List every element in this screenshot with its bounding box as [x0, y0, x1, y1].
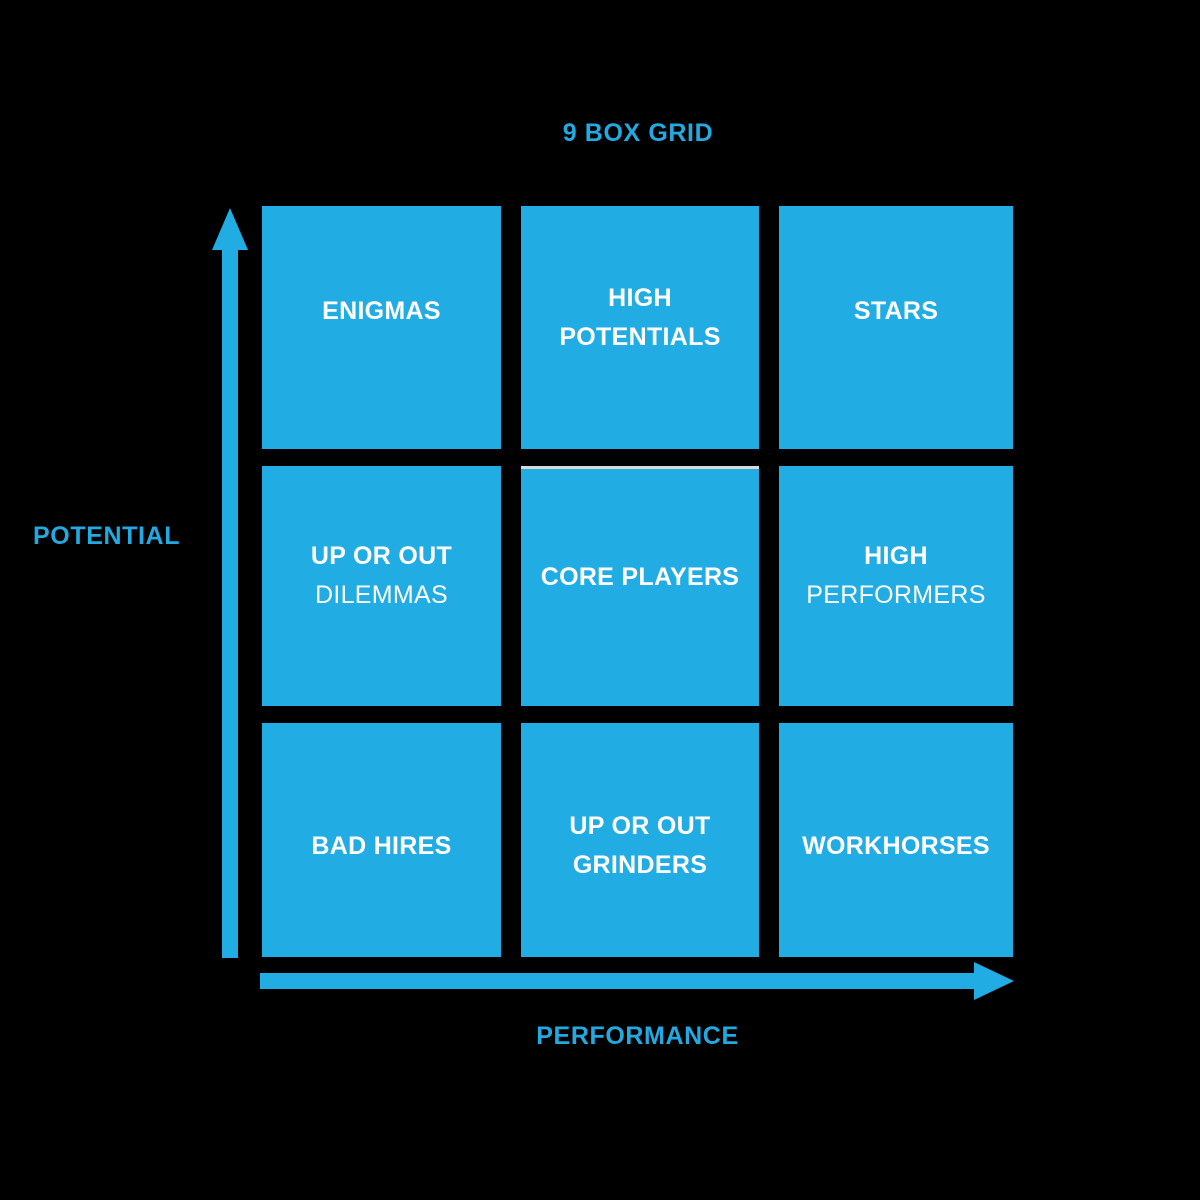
cell-high-performers-line1: HIGH: [864, 542, 928, 570]
cell-high-potentials-line1: HIGH: [608, 283, 672, 312]
cell-stars-label: STARS: [853, 297, 939, 325]
y-axis-arrow-icon: [210, 206, 250, 958]
cell-up-or-out-grinders-line2: GRINDERS: [572, 851, 708, 879]
cell-workhorses-label: WORKHORSES: [802, 831, 990, 860]
cell-high-performers[interactable]: HIGH PERFORMERS: [779, 466, 1013, 706]
cell-enigmas-label: ENIGMAS: [322, 297, 441, 325]
x-axis-arrow-icon: [260, 960, 1016, 1002]
cell-up-or-out-grinders-line1: UP OR OUT: [569, 812, 711, 840]
cell-high-potentials[interactable]: HIGH POTENTIALS: [521, 206, 759, 449]
cell-core-players-label: CORE PLAYERS: [540, 563, 740, 591]
page-title: 9 BOX GRID: [562, 119, 714, 147]
cell-workhorses[interactable]: WORKHORSES: [779, 723, 1013, 957]
cell-stars[interactable]: STARS: [779, 206, 1013, 449]
cell-up-or-out-dilemmas-label: UP OR OUT DILEMMAS: [311, 542, 452, 625]
cell-up-or-out-grinders[interactable]: UP OR OUT GRINDERS: [521, 723, 759, 957]
cell-high-potentials-line2: POTENTIALS: [559, 322, 721, 351]
y-axis-label-potential: POTENTIAL: [33, 522, 181, 550]
cell-high-performers-line2: PERFORMERS: [806, 581, 986, 609]
cell-enigmas[interactable]: ENIGMAS: [262, 206, 501, 449]
x-axis-label-performance: PERFORMANCE: [536, 1022, 739, 1050]
cell-up-or-out-grinders-label: UP OR OUT GRINDERS: [569, 801, 710, 879]
nine-box-grid: ENIGMAS HIGH POTENTIALS STARS UP OR OUT …: [262, 206, 1013, 957]
cell-core-players[interactable]: CORE PLAYERS: [521, 466, 759, 706]
cell-up-or-out-dilemmas-line2: DILEMMAS: [315, 581, 448, 609]
cell-bad-hires[interactable]: BAD HIRES: [262, 723, 501, 957]
cell-high-potentials-label: HIGH POTENTIALS: [559, 284, 721, 367]
cell-bad-hires-label: BAD HIRES: [311, 831, 452, 860]
cell-up-or-out-dilemmas-line1: UP OR OUT: [310, 542, 453, 570]
cell-up-or-out-dilemmas[interactable]: UP OR OUT DILEMMAS: [262, 466, 501, 706]
cell-high-performers-label: HIGH PERFORMERS: [806, 542, 986, 625]
